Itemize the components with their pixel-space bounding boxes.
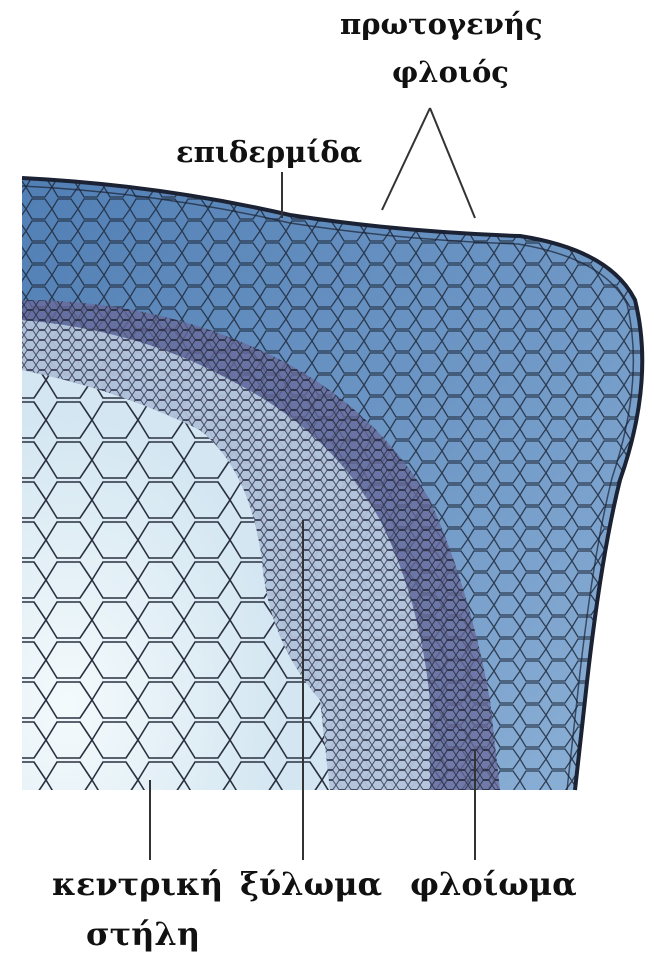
primary-cortex-label-line2: φλοιός <box>392 58 509 87</box>
phloem-label: φλοίωμα <box>410 868 577 900</box>
central-stele-label-line1: κεντρική <box>52 868 223 900</box>
central-stele-label-line2: στήλη <box>86 918 200 950</box>
leader-cortex-1 <box>382 108 430 210</box>
tissue-body <box>0 160 654 800</box>
xylem-label: ξύλωμα <box>240 868 382 900</box>
epidermis-label: επιδερμίδα <box>176 138 362 167</box>
primary-cortex-label-line1: πρωτογενής <box>340 10 543 39</box>
leader-cortex-2 <box>430 108 475 218</box>
